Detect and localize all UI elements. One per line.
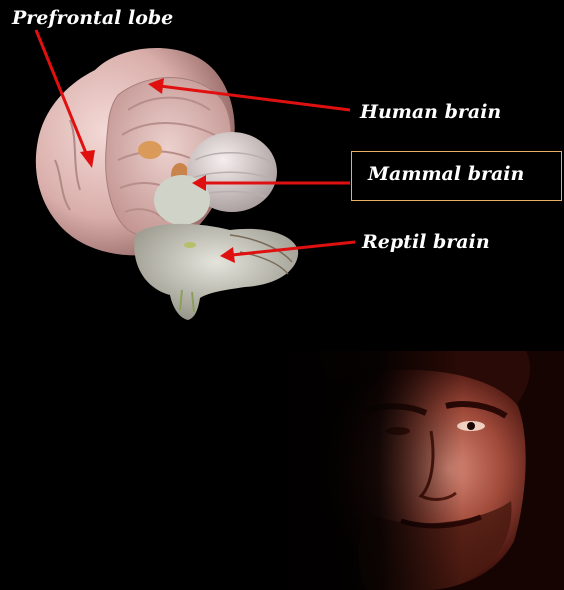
angry-face-photo (226, 351, 564, 590)
human-brain-label: Human brain (360, 103, 501, 122)
reptile-brain-label: Reptil brain (362, 233, 490, 252)
prefrontal-lobe-label: Prefrontal lobe (12, 9, 173, 28)
face-illustration (226, 351, 564, 590)
brainstem-shape (134, 224, 298, 320)
mammal-brain-label: Mammal brain (368, 165, 524, 184)
